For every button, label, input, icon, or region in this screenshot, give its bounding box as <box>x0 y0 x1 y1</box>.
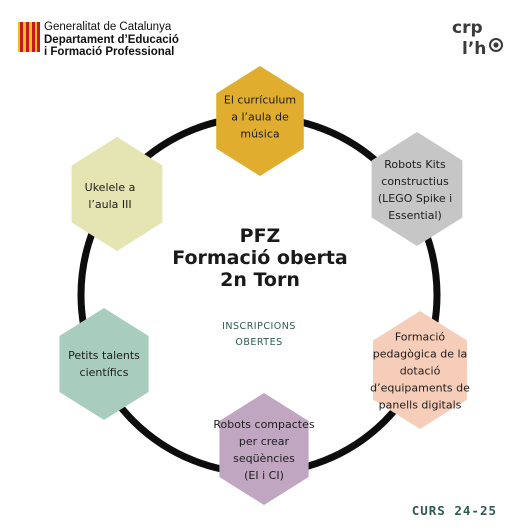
crp-logo: crp l’h <box>452 18 486 60</box>
header-line-1: Generalitat de Catalunya <box>44 21 172 33</box>
hex-label-curriculum-musica: El currículum a l’aula de música <box>223 93 297 141</box>
hex-label-petits-talents: Petits talents científics <box>68 349 140 379</box>
hex-label-robots-kits: Robots Kits constructius (LEGO Spike i E… <box>377 158 453 222</box>
crp-logo-line-1: crp <box>452 18 483 38</box>
hex-node-robots-kits[interactable] <box>371 132 463 246</box>
hex-node-curriculum-musica[interactable] <box>216 66 304 176</box>
crp-logo-line-2: l’h <box>462 39 487 59</box>
target-dot-icon <box>489 38 503 52</box>
header-line-3: i Formació Professional <box>44 46 175 58</box>
institution-header: Generalitat de Catalunya Departament d’E… <box>44 21 179 59</box>
hex-node-robots-compactes[interactable] <box>219 393 309 505</box>
center-subtitle: INSCRIPCIONS OBERTES <box>222 321 296 348</box>
header-line-2: Departament d’Educació <box>44 33 179 46</box>
hex-node-ukelele[interactable] <box>71 137 163 251</box>
hex-node-petits-talents[interactable] <box>59 308 149 420</box>
generalitat-logo-icon <box>18 22 40 52</box>
hex-label-robots-compactes: Robots compactes per crear seqüències (E… <box>213 418 315 482</box>
hex-label-ukelele: Ukelele a l’aula III <box>84 181 136 211</box>
center-title: PFZ Formació oberta 2n Torn <box>172 225 348 291</box>
hex-node-formacio-panells[interactable] <box>373 311 467 429</box>
hex-label-formacio-panells: Formació pedagògica de la dotació d’equi… <box>370 330 470 412</box>
course-label: CURS 24-25 <box>411 503 497 518</box>
